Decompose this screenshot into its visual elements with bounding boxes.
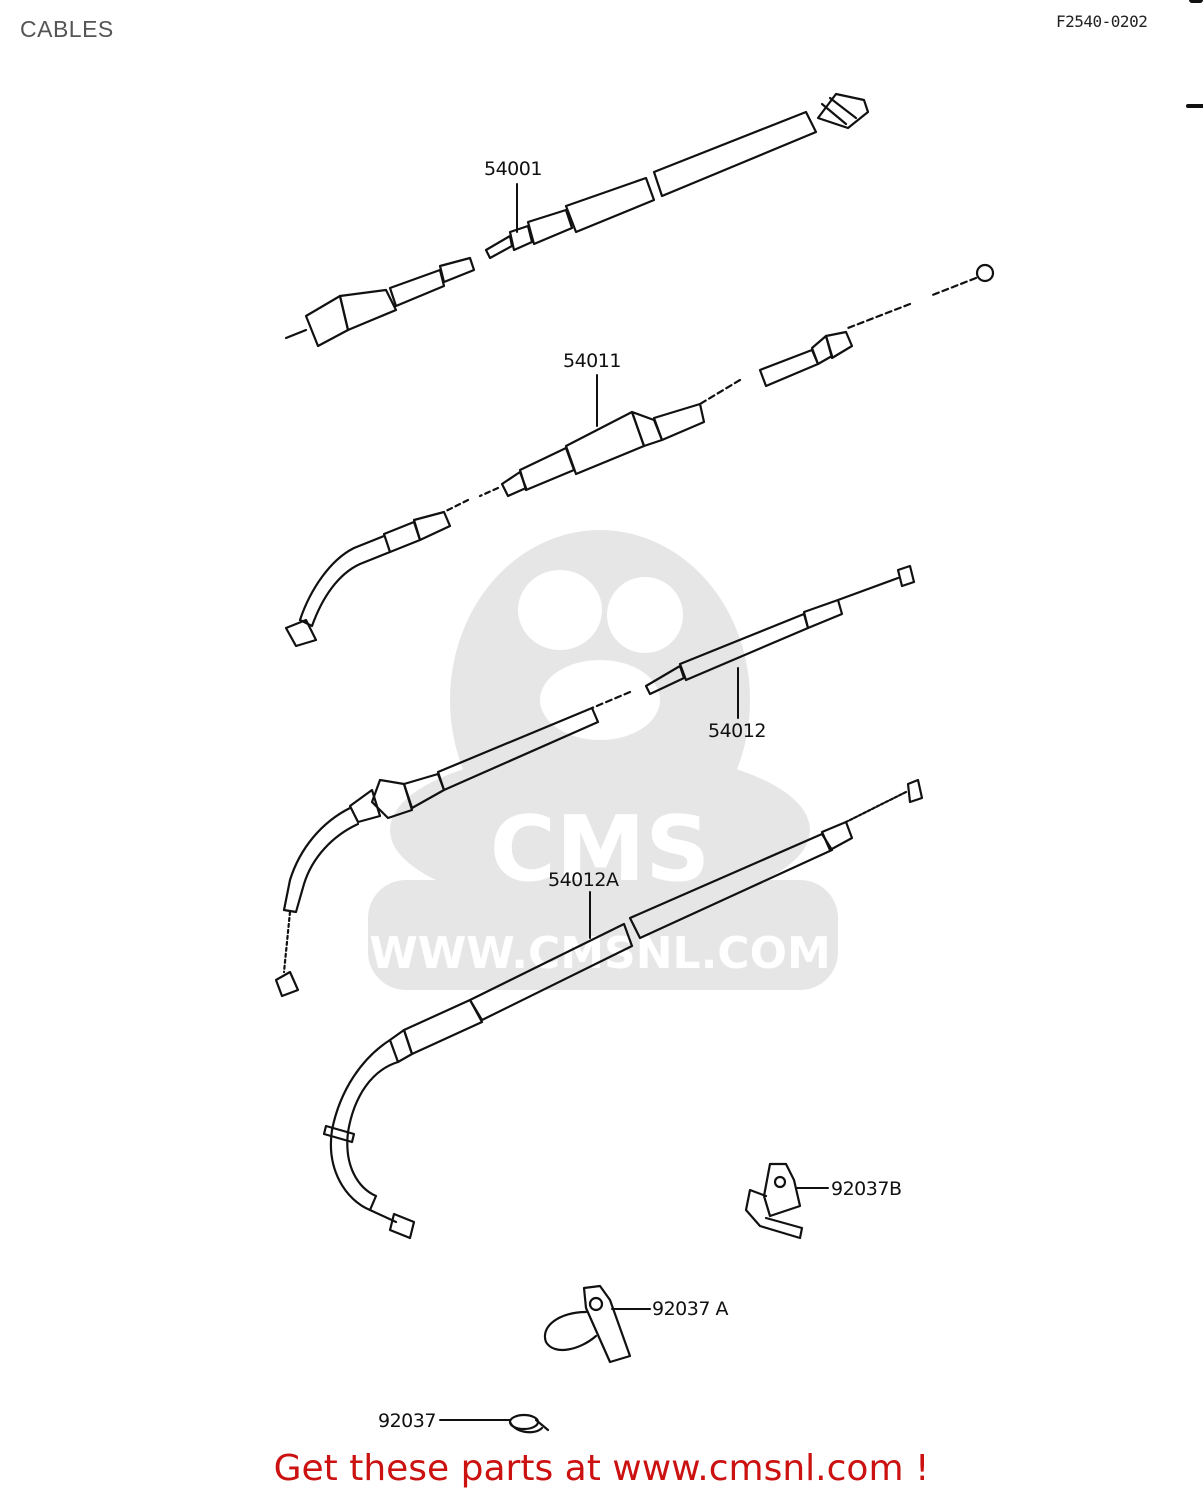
edge-marks — [1186, 0, 1203, 108]
part-label-54012[interactable]: 54012 — [708, 720, 766, 742]
part-label-92037b[interactable]: 92037B — [831, 1178, 902, 1200]
clamp-92037a[interactable] — [543, 1284, 632, 1364]
page-title: CABLES — [20, 16, 114, 42]
cable-54012a[interactable] — [322, 778, 924, 1240]
cable-54012[interactable] — [274, 564, 916, 998]
part-label-92037[interactable]: 92037 — [378, 1410, 436, 1432]
part-label-54012a[interactable]: 54012A — [548, 869, 619, 891]
cable-54011[interactable] — [284, 263, 995, 648]
diagram-code: F2540-0202 — [1056, 12, 1148, 31]
clamp-92037b[interactable] — [744, 1162, 804, 1240]
cable-54001[interactable] — [284, 92, 870, 348]
part-label-54001[interactable]: 54001 — [484, 158, 542, 180]
part-label-92037a[interactable]: 92037 A — [652, 1298, 728, 1320]
cta-link[interactable]: Get these parts at www.cmsnl.com ! — [273, 1448, 930, 1489]
watermark-logo: CMS — [490, 797, 710, 902]
leader-lines — [439, 183, 829, 1421]
part-label-54011[interactable]: 54011 — [563, 350, 621, 372]
clamp-92037[interactable] — [508, 1413, 550, 1434]
